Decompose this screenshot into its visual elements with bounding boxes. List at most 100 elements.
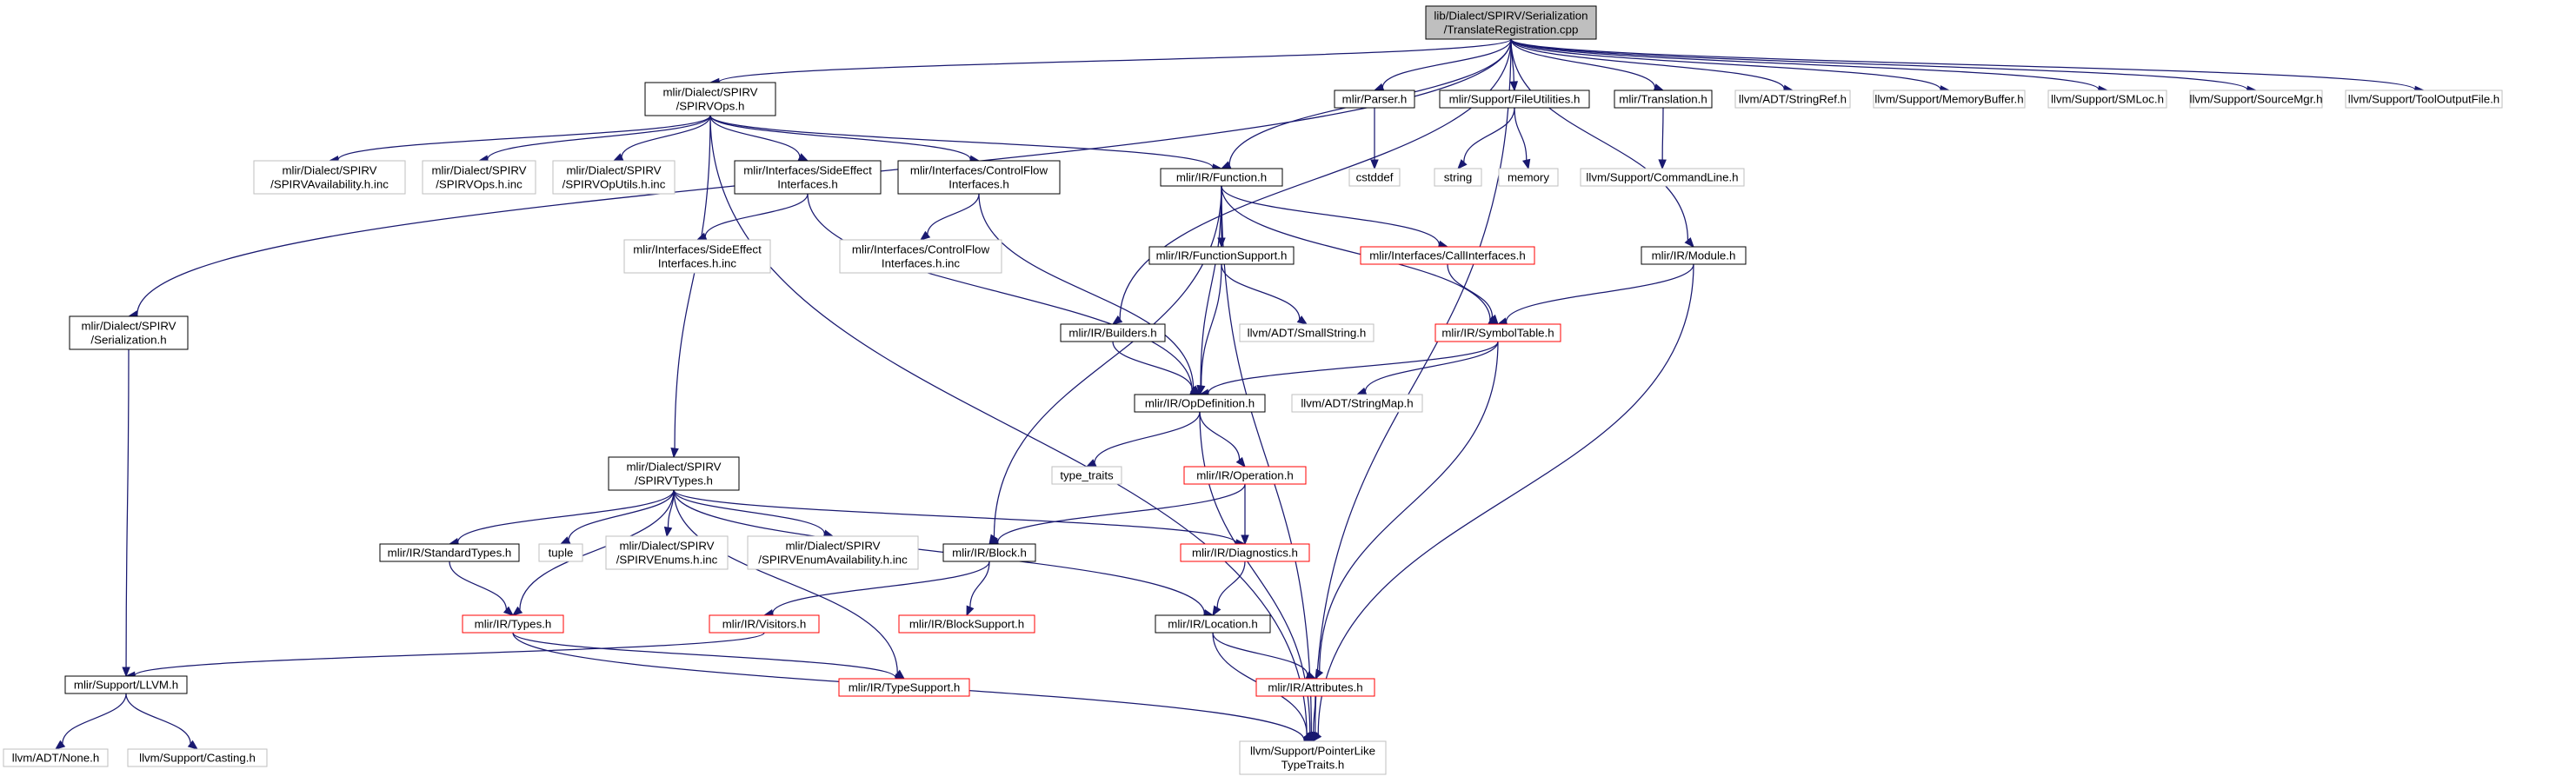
- node-box: [1614, 90, 1713, 109]
- node-attributes[interactable]: mlir/IR/Attributes.h: [1255, 678, 1375, 697]
- node-module[interactable]: mlir/IR/Module.h: [1641, 246, 1747, 265]
- node-smallstring[interactable]: llvm/ADT/SmallString.h: [1239, 323, 1375, 342]
- node-label: /SPIRVOps.h: [676, 100, 745, 113]
- node-label: string: [1444, 171, 1473, 184]
- node-spirvops[interactable]: mlir/Dialect/SPIRV/SPIRVOps.h: [644, 82, 776, 116]
- edge-spirvtypes-to-spirvenumavail: [673, 489, 835, 538]
- edge-block-to-visitors: [762, 561, 990, 618]
- node-label: TypeTraits.h: [1281, 759, 1345, 772]
- node-sourcemgr[interactable]: llvm/Support/SourceMgr.h: [2189, 90, 2323, 109]
- node-spirvenumavail[interactable]: mlir/Dialect/SPIRV/SPIRVEnumAvailability…: [747, 535, 919, 570]
- node-cstddef[interactable]: cstddef: [1348, 168, 1401, 187]
- node-root[interactable]: lib/Dialect/SPIRV/Serialization/Translat…: [1425, 5, 1597, 40]
- node-symboltable[interactable]: mlir/IR/SymbolTable.h: [1434, 323, 1561, 342]
- node-box: [69, 315, 189, 350]
- node-box: [1183, 466, 1307, 485]
- node-spirvavail[interactable]: mlir/Dialect/SPIRV/SPIRVAvailability.h.i…: [253, 160, 406, 195]
- node-label: lib/Dialect/SPIRV/Serialization: [1434, 10, 1588, 23]
- node-box: [253, 160, 406, 195]
- node-none[interactable]: llvm/ADT/None.h: [3, 748, 109, 767]
- node-box: [605, 535, 729, 570]
- node-box: [623, 239, 771, 274]
- node-label: llvm/ADT/StringMap.h: [1301, 397, 1413, 410]
- node-casting[interactable]: llvm/Support/Casting.h: [127, 748, 268, 767]
- node-memory[interactable]: memory: [1498, 168, 1559, 187]
- node-label: llvm/Support/Casting.h: [139, 752, 256, 765]
- node-label: /Serialization.h: [90, 334, 166, 347]
- node-box: [1425, 5, 1597, 40]
- node-visitors[interactable]: mlir/IR/Visitors.h: [709, 614, 820, 634]
- node-callinterfaces[interactable]: mlir/Interfaces/CallInterfaces.h: [1360, 246, 1535, 265]
- node-opdefinition[interactable]: mlir/IR/OpDefinition.h: [1134, 394, 1266, 413]
- node-types[interactable]: mlir/IR/Types.h: [462, 614, 564, 634]
- node-label: mlir/IR/Diagnostics.h: [1192, 547, 1298, 560]
- node-function[interactable]: mlir/IR/Function.h: [1160, 168, 1283, 187]
- node-typetraits[interactable]: type_traits: [1051, 466, 1122, 485]
- node-label: mlir/IR/Visitors.h: [722, 618, 807, 631]
- node-box: [1580, 168, 1745, 187]
- edge-opdefinition-to-typetraits: [1085, 411, 1201, 468]
- node-funcsupport[interactable]: mlir/IR/FunctionSupport.h: [1148, 246, 1295, 265]
- node-label: llvm/Support/CommandLine.h: [1586, 171, 1738, 184]
- node-typesupport[interactable]: mlir/IR/TypeSupport.h: [838, 678, 970, 697]
- node-label: mlir/IR/SymbolTable.h: [1441, 327, 1554, 340]
- node-label: llvm/Support/ToolOutputFile.h: [2348, 93, 2499, 106]
- node-translation[interactable]: mlir/Translation.h: [1614, 90, 1713, 109]
- node-label: mlir/Interfaces/SideEffect: [743, 164, 872, 177]
- edge-diagnostics-to-location: [1212, 561, 1246, 617]
- node-block[interactable]: mlir/IR/Block.h: [942, 543, 1036, 562]
- node-spirvopsinc[interactable]: mlir/Dialect/SPIRV/SPIRVOps.h.inc: [422, 160, 536, 195]
- node-label: mlir/Parser.h: [1342, 93, 1408, 106]
- node-smloc[interactable]: llvm/Support/SMLoc.h: [2047, 90, 2167, 109]
- node-standardtypes[interactable]: mlir/IR/StandardTypes.h: [379, 543, 520, 562]
- node-spirvenums[interactable]: mlir/Dialect/SPIRV/SPIRVEnums.h.inc: [605, 535, 729, 570]
- node-tuple[interactable]: tuple: [538, 543, 583, 562]
- node-spirvtypes[interactable]: mlir/Dialect/SPIRV/SPIRVTypes.h: [608, 456, 740, 491]
- node-string[interactable]: string: [1434, 168, 1482, 187]
- edge-spirvtypes-to-types: [511, 489, 675, 616]
- node-box: [127, 748, 268, 767]
- edge-symboltable-to-stringmap: [1355, 341, 1499, 395]
- node-label: mlir/IR/TypeSupport.h: [849, 681, 961, 694]
- node-fileutil[interactable]: mlir/Support/FileUtilities.h: [1439, 90, 1590, 109]
- edge-operation-to-block: [988, 483, 1246, 547]
- node-builders[interactable]: mlir/IR/Builders.h: [1060, 323, 1166, 342]
- node-label: memory: [1508, 171, 1549, 184]
- node-box: [898, 614, 1035, 634]
- node-stringref[interactable]: llvm/ADT/StringRef.h: [1734, 90, 1851, 109]
- node-label: mlir/IR/OpDefinition.h: [1145, 397, 1255, 410]
- node-box: [1291, 394, 1423, 413]
- node-memorybuffer[interactable]: llvm/Support/MemoryBuffer.h: [1873, 90, 2026, 109]
- node-label: llvm/Support/SourceMgr.h: [2190, 93, 2323, 106]
- node-label: Interfaces.h: [949, 178, 1008, 191]
- node-commandline[interactable]: llvm/Support/CommandLine.h: [1580, 168, 1745, 187]
- node-parser[interactable]: mlir/Parser.h: [1334, 90, 1415, 109]
- node-label: llvm/Support/MemoryBuffer.h: [1874, 93, 2023, 106]
- edge-llvmh-to-none: [54, 693, 127, 750]
- node-box: [422, 160, 536, 195]
- node-stringmap[interactable]: llvm/ADT/StringMap.h: [1291, 394, 1423, 413]
- node-box: [747, 535, 919, 570]
- edge-parser-to-cstddef: [1370, 107, 1379, 170]
- node-location[interactable]: mlir/IR/Location.h: [1155, 614, 1271, 634]
- node-label: /SPIRVOps.h.inc: [436, 178, 523, 191]
- node-operation[interactable]: mlir/IR/Operation.h: [1183, 466, 1307, 485]
- edge-spirvops-to-spirvoputils: [612, 115, 711, 162]
- node-spirvoputils[interactable]: mlir/Dialect/SPIRV/SPIRVOpUtils.h.inc: [552, 160, 676, 195]
- node-box: [1134, 394, 1266, 413]
- node-label: Interfaces.h.inc: [882, 257, 961, 270]
- node-controlflowinc[interactable]: mlir/Interfaces/ControlFlowInterfaces.h.…: [839, 239, 1002, 274]
- edges-layer: [54, 38, 2426, 750]
- edge-function-to-block: [988, 185, 1222, 546]
- node-sideeffectinc[interactable]: mlir/Interfaces/SideEffectInterfaces.h.i…: [623, 239, 771, 274]
- node-serialization[interactable]: mlir/Dialect/SPIRV/Serialization.h: [69, 315, 189, 350]
- node-diagnostics[interactable]: mlir/IR/Diagnostics.h: [1180, 543, 1310, 562]
- node-llvmh[interactable]: mlir/Support/LLVM.h: [64, 675, 188, 694]
- node-blocksupport[interactable]: mlir/IR/BlockSupport.h: [898, 614, 1035, 634]
- node-box: [1255, 678, 1375, 697]
- edge-module-to-symboltable: [1496, 263, 1694, 326]
- node-tooloutput[interactable]: llvm/Support/ToolOutputFile.h: [2345, 90, 2503, 109]
